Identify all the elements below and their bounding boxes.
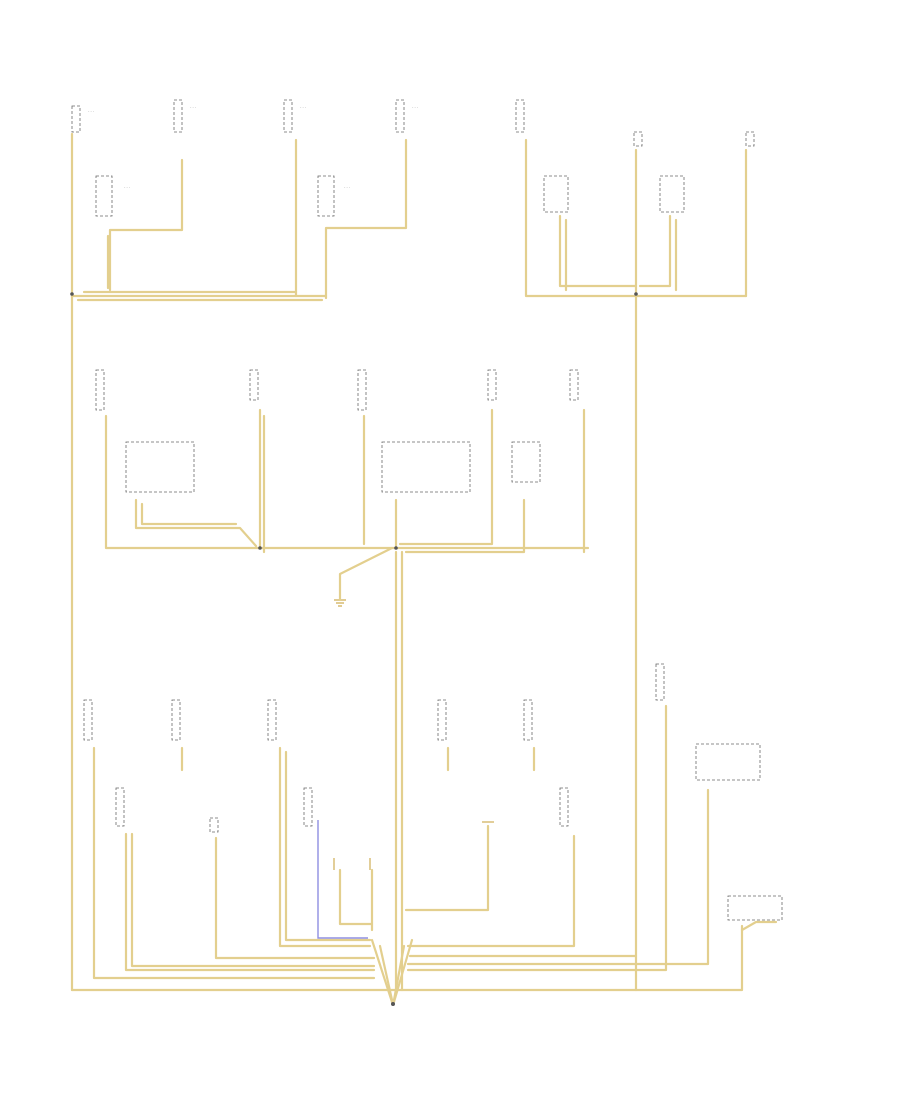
component-box xyxy=(209,817,219,833)
component-box xyxy=(659,175,685,213)
component-box xyxy=(559,787,569,827)
component-box xyxy=(543,175,569,213)
component-box xyxy=(381,441,471,493)
component-box xyxy=(317,175,335,217)
component-box xyxy=(71,105,81,133)
middle-group xyxy=(95,369,590,992)
svg-text:- - -: - - - xyxy=(190,105,197,109)
component-box xyxy=(95,175,113,217)
component-box xyxy=(487,369,497,401)
component-box xyxy=(655,663,665,701)
svg-text:- - -: - - - xyxy=(344,185,351,189)
svg-text:- - -: - - - xyxy=(300,105,307,109)
svg-text:- - -: - - - xyxy=(412,105,419,109)
component-box xyxy=(523,699,533,741)
bottom-group xyxy=(70,663,783,1006)
component-box xyxy=(125,441,195,493)
component-box xyxy=(511,441,541,483)
component-box xyxy=(357,369,367,411)
top-right-group xyxy=(515,99,755,992)
component-box xyxy=(303,787,313,827)
svg-text:- - -: - - - xyxy=(88,109,95,113)
component-box xyxy=(633,131,643,147)
component-box xyxy=(745,131,755,147)
component-box xyxy=(95,369,105,411)
component-box xyxy=(249,369,259,401)
component-box xyxy=(171,699,181,741)
component-box xyxy=(515,99,525,133)
component-box xyxy=(283,99,293,133)
component-box xyxy=(695,743,761,781)
component-box xyxy=(267,699,277,741)
component-box xyxy=(437,699,447,741)
component-box xyxy=(173,99,183,133)
component-box xyxy=(569,369,579,401)
top-left-group: - - - - - - - - - - - - - - - - - - xyxy=(70,99,419,992)
component-box xyxy=(395,99,405,133)
component-box xyxy=(727,895,783,921)
component-box xyxy=(83,699,93,741)
svg-text:- - -: - - - xyxy=(124,185,131,189)
component-box xyxy=(115,787,125,827)
